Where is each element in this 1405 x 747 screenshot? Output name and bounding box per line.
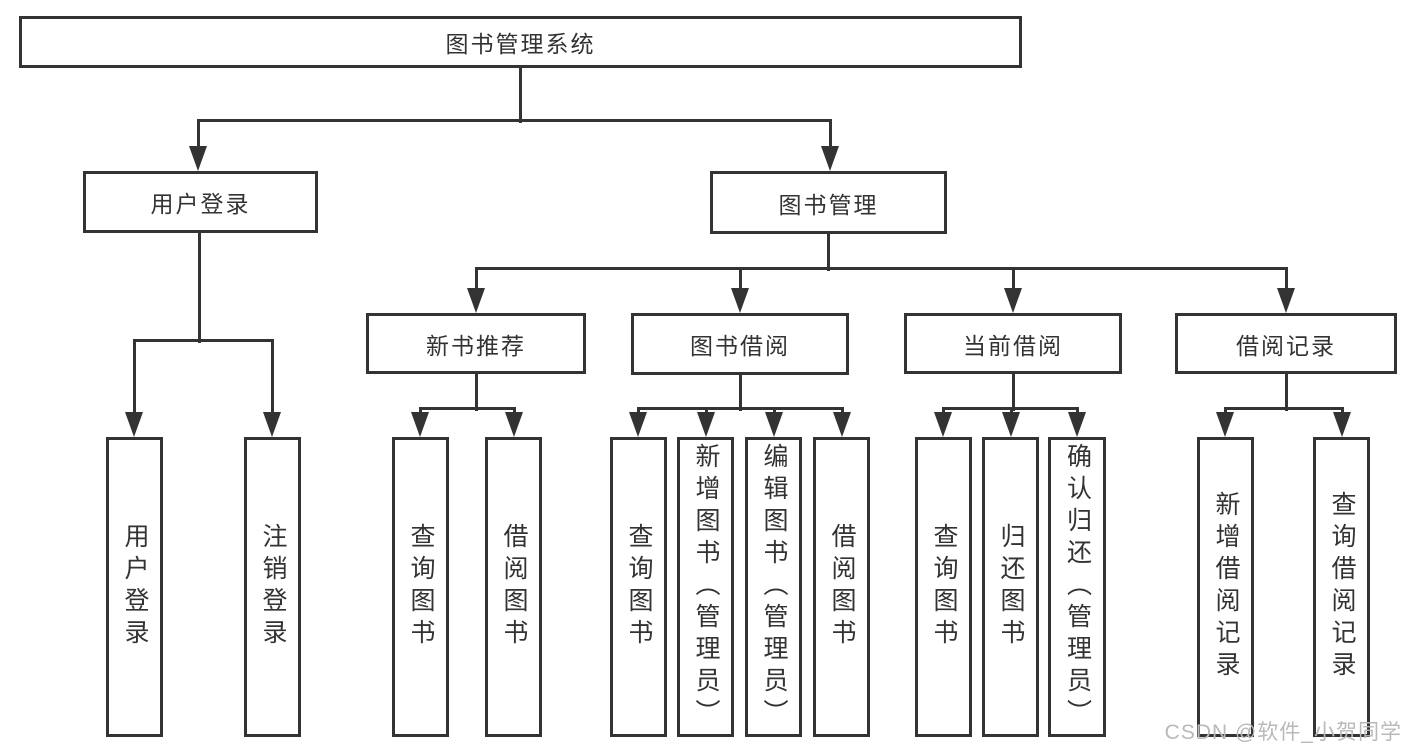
connector-stem xyxy=(738,375,742,411)
node-borrowing-records: 借阅记录 xyxy=(1175,313,1397,374)
node-label: 图书借阅 xyxy=(690,333,790,359)
node-label: 借阅图书 xyxy=(828,523,856,651)
leaf-current-return-books: 归还图书 xyxy=(982,437,1039,737)
arrow-down-icon xyxy=(1333,412,1351,437)
connector-bracket xyxy=(636,406,844,410)
connector-stem xyxy=(197,233,201,343)
arrow-down-icon xyxy=(1004,288,1022,313)
arrow-down-icon xyxy=(731,288,749,313)
arrow-down-icon xyxy=(1216,412,1234,437)
leaf-borrow-borrow-books: 借阅图书 xyxy=(813,437,870,737)
leaf-user-login: 用户登录 xyxy=(106,437,163,737)
connector-drop xyxy=(772,408,776,412)
leaf-records-query-record: 查询借阅记录 xyxy=(1313,437,1370,737)
arrow-down-icon xyxy=(1068,412,1086,437)
leaf-current-query-books: 查询图书 xyxy=(915,437,972,737)
arrow-down-icon xyxy=(934,412,952,437)
node-label: 借阅图书 xyxy=(500,523,528,651)
node-label: 用户登录 xyxy=(121,523,149,651)
connector-drop xyxy=(270,340,274,412)
connector-drop xyxy=(1284,268,1288,288)
node-book-borrowing: 图书借阅 xyxy=(631,313,849,375)
node-label: 用户登录 xyxy=(150,191,251,217)
arrow-down-icon xyxy=(505,412,523,437)
connector-drop xyxy=(738,268,742,288)
node-label: 当前借阅 xyxy=(963,332,1063,359)
connector-drop xyxy=(132,340,136,412)
node-label: 确认归还（管理员） xyxy=(1063,443,1092,731)
connector-drop xyxy=(1011,268,1015,288)
node-user-login: 用户登录 xyxy=(83,171,318,233)
leaf-newrec-query-books: 查询图书 xyxy=(392,437,449,737)
connector-drop xyxy=(828,120,832,146)
node-label: 图书管理系统 xyxy=(445,31,596,57)
connector-drop xyxy=(840,408,844,412)
leaf-newrec-borrow-books: 借阅图书 xyxy=(485,437,542,737)
node-label: 编辑图书（管理员） xyxy=(760,443,788,731)
arrow-down-icon xyxy=(411,412,429,437)
connector-drop xyxy=(196,120,200,146)
leaf-records-add-record: 新增借阅记录 xyxy=(1197,437,1254,737)
connector-bracket xyxy=(474,266,1288,270)
arrow-down-icon xyxy=(189,146,207,171)
leaf-logout: 注销登录 xyxy=(244,437,301,737)
connector-drop xyxy=(704,408,708,412)
node-new-book-recommend: 新书推荐 xyxy=(366,313,586,374)
leaf-borrow-add-books-admin: 新增图书（管理员） xyxy=(677,437,734,737)
arrow-down-icon xyxy=(1277,288,1295,313)
connector-drop xyxy=(474,268,478,288)
arrow-down-icon xyxy=(263,412,281,437)
arrow-down-icon xyxy=(697,412,715,437)
connector-drop xyxy=(941,408,945,412)
connector-bracket xyxy=(418,406,516,410)
node-current-borrowing: 当前借阅 xyxy=(904,313,1122,374)
connector-drop xyxy=(1340,408,1344,412)
node-label: 查询图书 xyxy=(625,523,653,651)
connector-bracket xyxy=(1223,406,1344,410)
arrow-down-icon xyxy=(125,412,143,437)
connector-bracket xyxy=(132,338,274,342)
arrow-down-icon xyxy=(821,146,839,171)
connector-drop xyxy=(418,408,422,412)
arrow-down-icon xyxy=(765,412,783,437)
node-label: 借阅记录 xyxy=(1236,332,1336,359)
node-label: 新增借阅记录 xyxy=(1212,491,1240,683)
arrow-down-icon xyxy=(629,412,647,437)
leaf-current-confirm-return-admin: 确认归还（管理员） xyxy=(1048,437,1106,737)
node-library-management-system: 图书管理系统 xyxy=(19,16,1022,68)
connector-stem xyxy=(1011,374,1015,411)
connector-drop xyxy=(1223,408,1227,412)
connector-drop xyxy=(512,408,516,412)
connector-drop xyxy=(1075,408,1079,412)
connector-drop xyxy=(1009,408,1013,412)
node-label: 查询图书 xyxy=(930,523,958,651)
node-label: 归还图书 xyxy=(997,523,1025,651)
node-label: 新书推荐 xyxy=(426,332,526,359)
connector-stem xyxy=(474,374,478,411)
csdn-watermark: CSDN @软件_小贺同学 xyxy=(1164,721,1402,744)
arrow-down-icon xyxy=(1002,412,1020,437)
leaf-borrow-edit-books-admin: 编辑图书（管理员） xyxy=(745,437,802,737)
node-label: 新增图书（管理员） xyxy=(692,443,720,731)
connector-bracket xyxy=(196,118,832,122)
node-label: 注销登录 xyxy=(259,523,287,651)
node-label: 图书管理 xyxy=(778,191,879,218)
arrow-down-icon xyxy=(467,288,485,313)
connector-drop xyxy=(636,408,640,412)
connector-stem xyxy=(826,234,830,271)
leaf-borrow-query-books: 查询图书 xyxy=(610,437,667,737)
connector-stem xyxy=(518,68,522,123)
node-label: 查询图书 xyxy=(407,523,435,651)
node-book-management: 图书管理 xyxy=(710,171,947,234)
node-label: 查询借阅记录 xyxy=(1328,491,1356,683)
connector-stem xyxy=(1284,374,1288,411)
arrow-down-icon xyxy=(833,412,851,437)
